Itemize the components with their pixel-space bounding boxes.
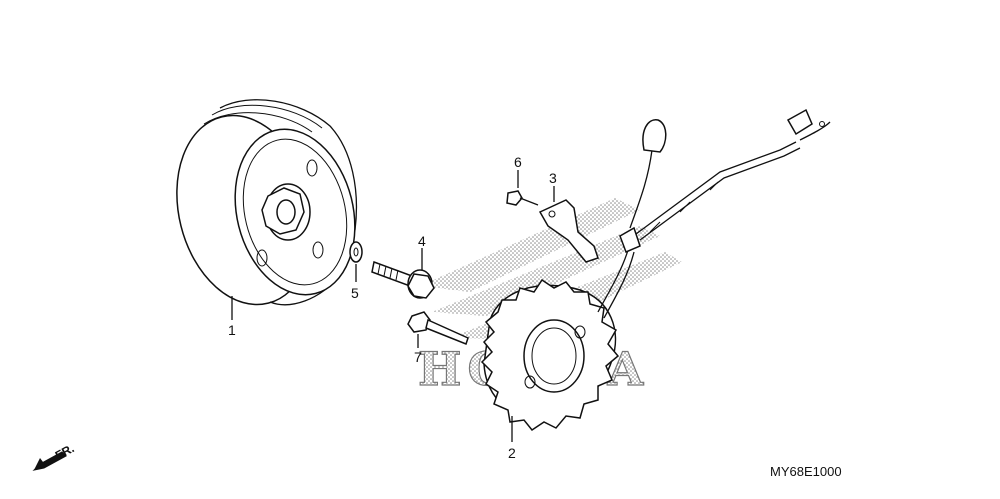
stator-part[interactable] [480, 108, 831, 432]
callout-6[interactable]: 6 [514, 154, 522, 170]
screw-part[interactable] [506, 190, 539, 206]
callout-7[interactable]: 7 [414, 349, 422, 365]
callout-1[interactable]: 1 [228, 322, 236, 338]
callout-5[interactable]: 5 [351, 285, 359, 301]
flange-bolt-part[interactable] [371, 260, 435, 299]
washer-part[interactable] [349, 241, 363, 263]
callout-4[interactable]: 4 [418, 233, 426, 249]
clamp-bracket-part[interactable] [538, 199, 599, 263]
flywheel-part[interactable] [158, 99, 372, 319]
diagram-reference-code: MY68E1000 [770, 464, 842, 479]
callout-2[interactable]: 2 [508, 445, 516, 461]
bolt-part[interactable] [407, 311, 469, 345]
front-direction-arrow-icon [32, 451, 67, 471]
callout-3[interactable]: 3 [549, 170, 557, 186]
